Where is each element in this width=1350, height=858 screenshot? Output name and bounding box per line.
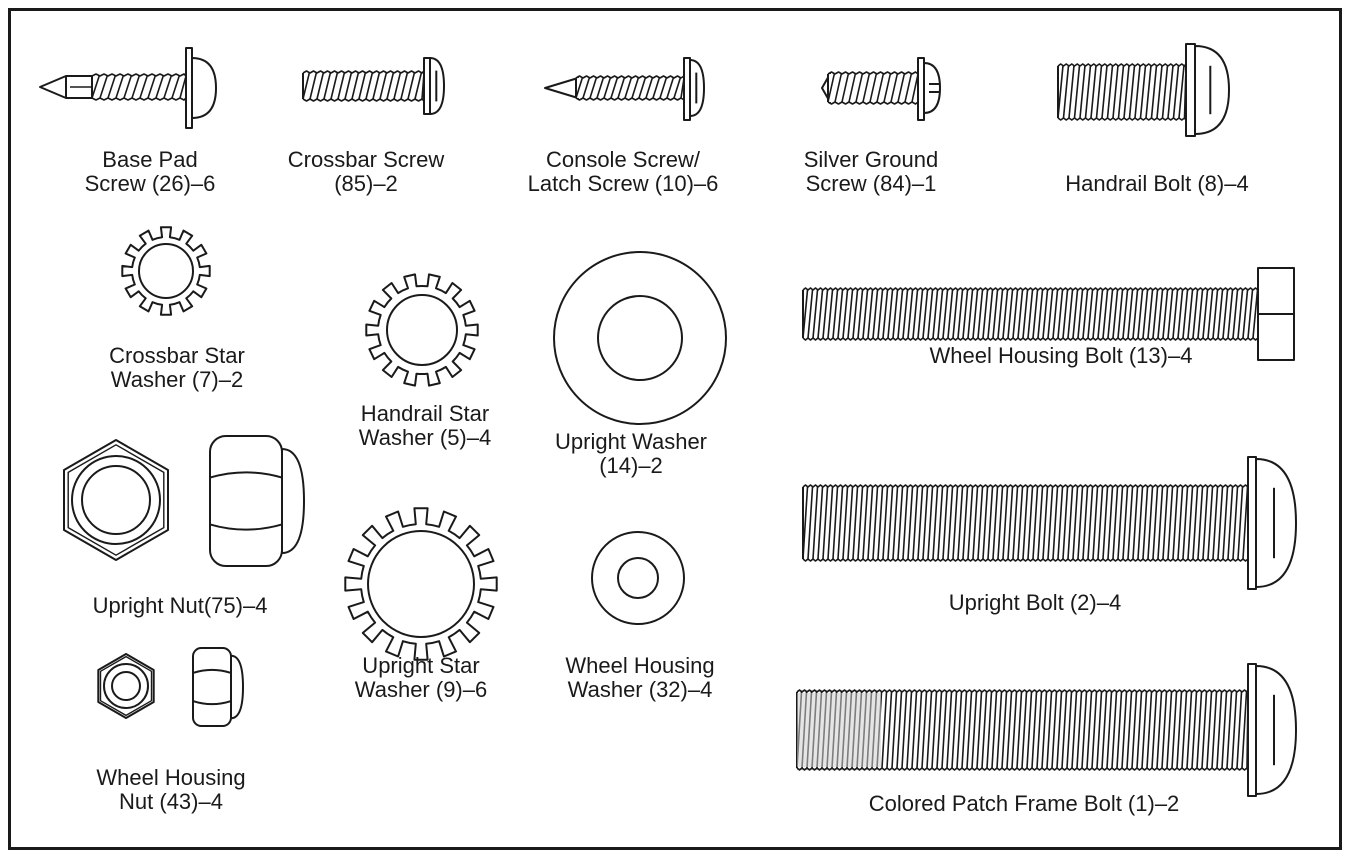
crossbar-screw-label: Crossbar Screw (85)–2 bbox=[287, 147, 445, 196]
upright-nut-label: Upright Nut(75)–4 bbox=[92, 593, 268, 618]
crossbar-star-washer-drawing bbox=[121, 226, 211, 316]
handrail-star-washer-drawing bbox=[365, 273, 479, 387]
silver-ground-screw-label: Silver Ground Screw (84)–1 bbox=[803, 147, 939, 196]
handrail-bolt-drawing bbox=[1057, 43, 1230, 137]
wheel-housing-washer-label: Wheel Housing Washer (32)–4 bbox=[565, 653, 715, 702]
base-pad-screw-drawing bbox=[39, 47, 217, 129]
upright-bolt-label: Upright Bolt (2)–4 bbox=[948, 590, 1122, 615]
crossbar-star-washer-label: Crossbar Star Washer (7)–2 bbox=[109, 343, 245, 392]
upright-star-washer-drawing bbox=[344, 507, 498, 661]
colored-patch-frame-bolt-drawing bbox=[796, 663, 1297, 797]
upright-bolt-drawing bbox=[802, 456, 1297, 590]
upright-nut-drawing bbox=[63, 435, 305, 567]
wheel-housing-bolt-label: Wheel Housing Bolt (13)–4 bbox=[929, 343, 1193, 368]
wheel-housing-washer-drawing bbox=[591, 531, 685, 625]
upright-star-washer-label: Upright Star Washer (9)–6 bbox=[354, 653, 488, 702]
upright-washer-label: Upright Washer (14)–2 bbox=[554, 429, 708, 478]
wheel-housing-bolt-drawing bbox=[802, 267, 1295, 361]
wheel-housing-nut-label: Wheel Housing Nut (43)–4 bbox=[96, 765, 246, 814]
colored-patch-frame-bolt-label: Colored Patch Frame Bolt (1)–2 bbox=[868, 791, 1180, 816]
console-screw-drawing bbox=[544, 57, 705, 121]
console-screw-label: Console Screw/ Latch Screw (10)–6 bbox=[527, 147, 719, 196]
handrail-bolt-label: Handrail Bolt (8)–4 bbox=[1065, 171, 1249, 196]
handrail-star-washer-label: Handrail Star Washer (5)–4 bbox=[358, 401, 492, 450]
wheel-housing-nut-drawing bbox=[97, 647, 244, 727]
crossbar-screw-drawing bbox=[302, 57, 445, 115]
upright-washer-drawing bbox=[553, 251, 727, 425]
base-pad-screw-label: Base Pad Screw (26)–6 bbox=[84, 147, 216, 196]
silver-ground-screw-drawing bbox=[821, 57, 941, 121]
